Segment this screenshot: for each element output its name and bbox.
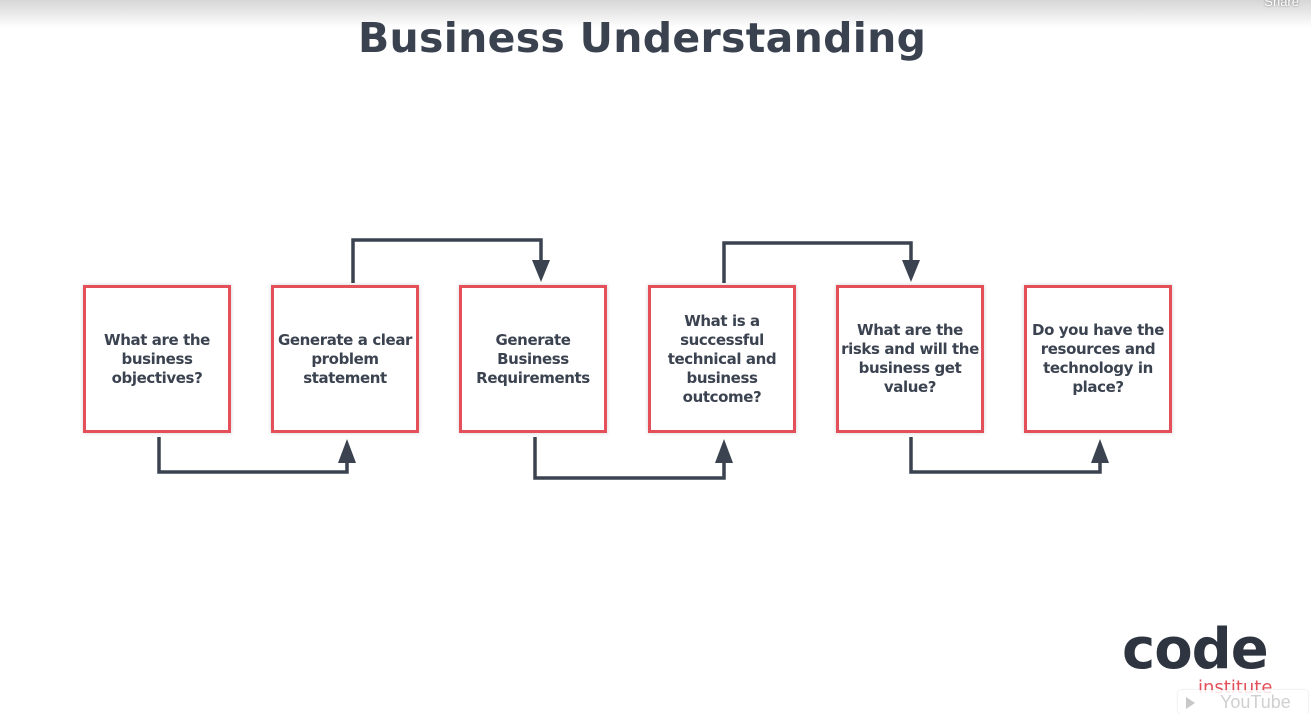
step-box-successful-outcome: What is a successful technical and busin… — [648, 285, 796, 433]
youtube-play-icon — [1186, 697, 1195, 709]
arrowhead-up-6 — [1091, 439, 1109, 463]
connector-3-to-4 — [533, 437, 726, 480]
step-label: What is a successful technical and busin… — [667, 311, 777, 406]
youtube-label: YouTube — [1220, 692, 1291, 712]
connector-4-to-5 — [722, 241, 913, 283]
step-label: Generate a clear problem statement — [277, 330, 413, 387]
arrowhead-up-4 — [715, 439, 733, 463]
step-box-problem-statement: Generate a clear problem statement — [271, 285, 419, 433]
step-box-business-objectives: What are the business objectives? — [83, 285, 231, 433]
step-box-risks-value: What are the risks and will the business… — [836, 285, 984, 433]
youtube-watermark[interactable]: YouTube — [1178, 690, 1308, 714]
connector-5-to-6 — [909, 437, 1102, 474]
code-institute-logo: code institute — [1122, 620, 1292, 700]
share-button[interactable]: Share — [1264, 0, 1299, 9]
step-label: Do you have the resources and technology… — [1032, 321, 1164, 396]
connector-2-to-3 — [351, 238, 543, 283]
connector-1-to-2 — [157, 437, 349, 474]
video-top-overlay — [0, 0, 1311, 28]
step-box-business-requirements: Generate Business Requirements — [459, 285, 607, 433]
arrowhead-down-3 — [532, 260, 550, 282]
arrowhead-up-2 — [338, 439, 356, 463]
logo-wordmark: code — [1122, 617, 1269, 682]
diagram-title: Business Understanding — [358, 14, 927, 62]
step-label: What are the business objectives? — [104, 330, 210, 387]
arrowhead-down-5 — [902, 260, 920, 282]
step-box-resources-technology: Do you have the resources and technology… — [1024, 285, 1172, 433]
step-label: Generate Business Requirements — [476, 330, 590, 387]
step-label: What are the risks and will the business… — [841, 321, 979, 396]
